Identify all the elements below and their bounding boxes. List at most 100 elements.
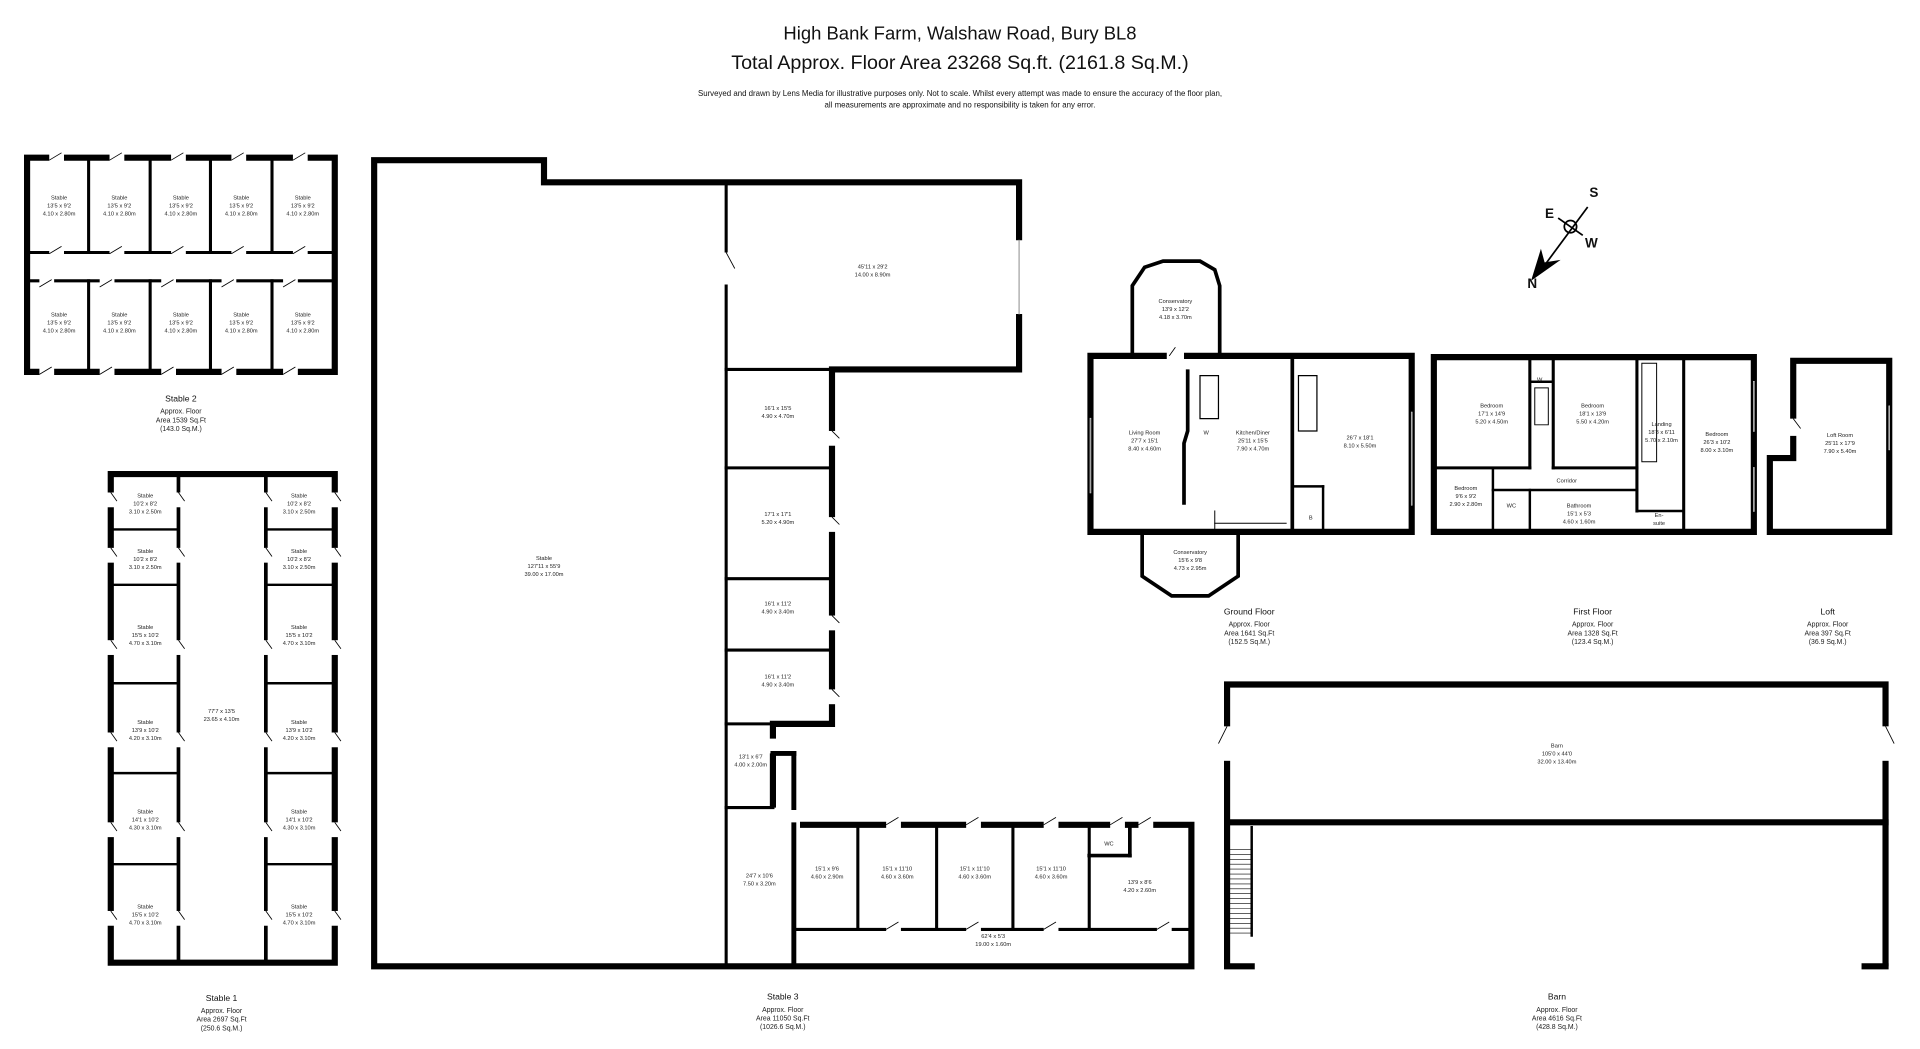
- room-name: Stable: [291, 905, 307, 911]
- room-size-imperial: 26'7 x 18'1: [1346, 436, 1373, 442]
- staircase-icon: [1199, 374, 1220, 420]
- room-size-imperial: 26'3 x 10'2: [1703, 440, 1730, 446]
- door-opening: [161, 368, 176, 376]
- room-name: Stable: [137, 810, 153, 816]
- room-label: Corridor: [1557, 479, 1578, 485]
- door-opening: [49, 250, 64, 255]
- room-size-metric: 3.10 x 2.50m: [283, 565, 316, 571]
- room-size-metric: 4.20 x 3.10m: [283, 736, 316, 742]
- door-icon: [109, 245, 123, 255]
- room-size-metric: 4.90 x 3.40m: [761, 682, 794, 688]
- room-label: 15'1 x 11'104.60 x 3.60m: [1035, 866, 1068, 880]
- room-size-metric: 4.10 x 2.80m: [225, 329, 258, 335]
- room-size-metric: 4.00 x 2.00m: [734, 762, 767, 768]
- room-name: Stable: [291, 493, 307, 499]
- room-size-imperial: 13'5 x 9'2: [291, 204, 315, 210]
- room-name: Stable: [137, 625, 153, 631]
- door-opening: [722, 252, 730, 285]
- room-label: 15'1 x 11'104.60 x 3.60m: [958, 866, 991, 880]
- room-size-imperial: 15'5 x 10'2: [132, 633, 159, 639]
- door-icon: [178, 732, 185, 742]
- door-opening: [107, 822, 115, 838]
- door-opening: [39, 368, 55, 376]
- compass-icon: S E W N: [1527, 185, 1598, 291]
- compass-west: W: [1585, 236, 1598, 251]
- room-name: WC: [1507, 503, 1516, 509]
- area-label: Approx. Floor: [762, 1007, 804, 1014]
- door-icon: [725, 252, 736, 269]
- door-icon: [49, 245, 62, 255]
- room-size-metric: 4.30 x 3.10m: [283, 826, 316, 832]
- room-size-imperial: 15'1 x 11'10: [960, 866, 990, 872]
- area-sqm: (428.8 Sq.M.): [1536, 1024, 1578, 1031]
- area-sqm: (152.5 Sq.M.): [1228, 639, 1270, 646]
- room-name: Bathroom: [1567, 503, 1592, 509]
- plan-section-title: Stable 1: [206, 993, 238, 1003]
- room-size-metric: 4.10 x 2.80m: [165, 329, 198, 335]
- door-icon: [231, 152, 244, 161]
- door-opening: [231, 250, 247, 255]
- room-size-imperial: 62'4 x 5'3: [981, 934, 1005, 940]
- room-size-imperial: 14'1 x 10'2: [132, 818, 159, 824]
- room-size-imperial: 13'5 x 9'2: [291, 321, 315, 327]
- plan-title: High Bank Farm, Walshaw Road, Bury BL8: [783, 23, 1136, 44]
- room-size-imperial: 13'5 x 9'2: [107, 321, 131, 327]
- door-opening: [283, 278, 298, 284]
- area-sqm: (36.9 Sq.M.): [1809, 639, 1847, 646]
- room-name: Loft Room: [1827, 433, 1853, 439]
- door-opening: [828, 615, 836, 631]
- room-size-metric: 4.60 x 3.60m: [1035, 874, 1068, 880]
- room-label: 13'1 x 6'74.00 x 2.00m: [734, 754, 767, 768]
- room-name: Stable: [137, 720, 153, 726]
- door-icon: [178, 547, 185, 557]
- door-opening: [109, 154, 125, 162]
- room-name: Corridor: [1557, 479, 1578, 485]
- room-size-imperial: 16'1 x 15'5: [764, 406, 791, 412]
- door-opening: [262, 547, 270, 563]
- door-icon: [1168, 347, 1176, 357]
- room-label: 24'7 x 10'67.50 x 3.20m: [743, 874, 776, 888]
- door-icon: [221, 366, 235, 375]
- room-name: Stable: [291, 720, 307, 726]
- area-label: Approx. Floor: [201, 1008, 243, 1015]
- first-floor-outer-wall: [1430, 354, 1757, 535]
- door-opening: [1043, 925, 1059, 934]
- door-icon: [110, 639, 118, 650]
- area-label: Approx. Floor: [1229, 622, 1271, 629]
- room-size-imperial: 17'1 x 17'1: [764, 512, 791, 518]
- door-opening: [1789, 418, 1797, 436]
- door-opening: [1138, 821, 1154, 829]
- room-size-metric: 5.70 x 2.10m: [1645, 438, 1678, 444]
- door-opening: [171, 154, 186, 162]
- room-size-imperial: 13'9 x 10'2: [132, 728, 159, 734]
- door-opening: [174, 910, 183, 926]
- room-size-imperial: 105'0 x 44'0: [1542, 751, 1572, 757]
- room-label: W: [1203, 431, 1209, 437]
- disclaimer-line-2: all measurements are approximate and no …: [825, 100, 1096, 109]
- door-icon: [1043, 921, 1057, 930]
- door-opening: [107, 732, 115, 748]
- door-opening: [828, 689, 836, 705]
- door-opening: [221, 368, 237, 376]
- area-sqft: Area 397 Sq.Ft: [1805, 630, 1851, 637]
- area-sqm: (250.6 Sq.M.): [201, 1025, 243, 1032]
- door-opening: [161, 278, 176, 284]
- door-icon: [170, 152, 184, 161]
- area-sqft: Area 1539 Sq.Ft: [156, 417, 206, 424]
